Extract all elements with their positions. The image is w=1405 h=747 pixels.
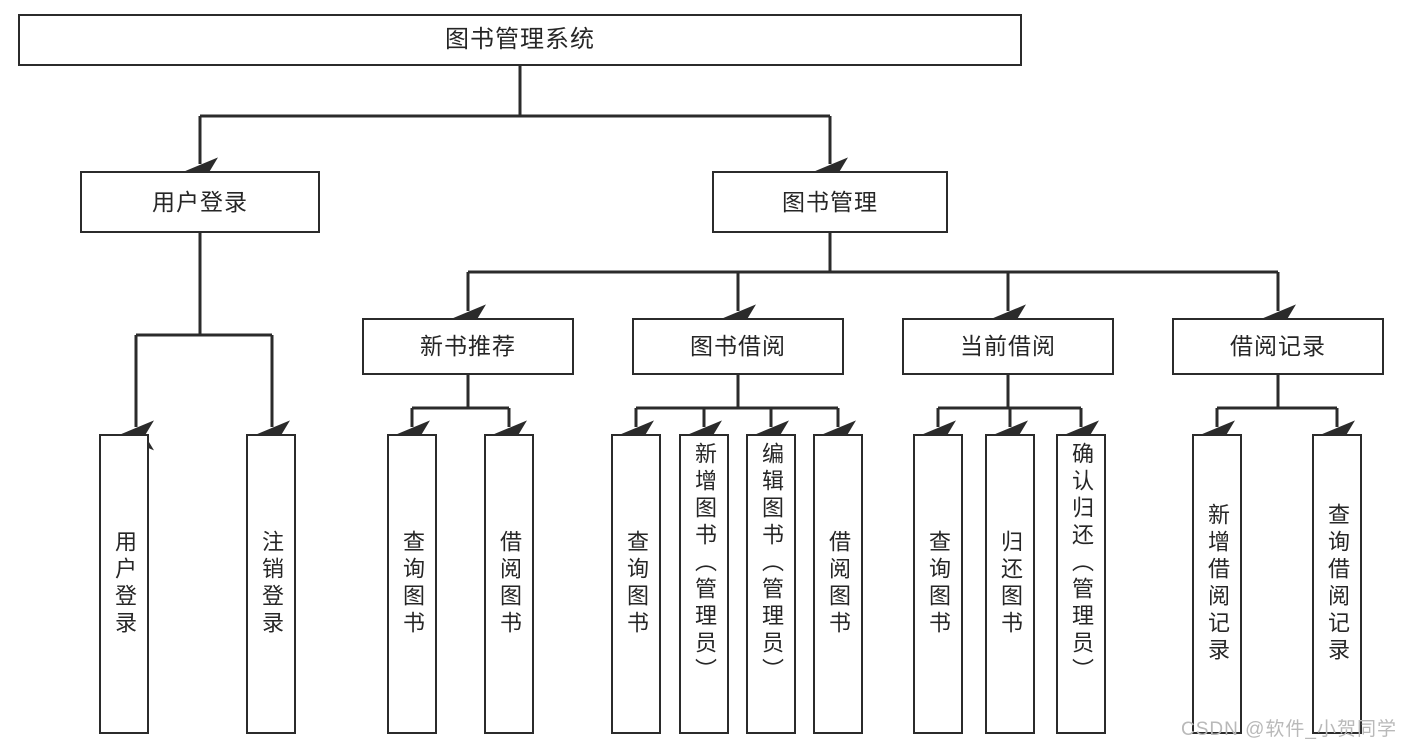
leaf-user-login[interactable]: 用户登录: [99, 434, 149, 734]
watermark: CSDN @软件_小贺同学: [1181, 719, 1397, 740]
leaf-query-book-2-label: 查询图书: [624, 530, 649, 638]
leaf-confirm-return[interactable]: 确认归还（管理员）: [1056, 434, 1106, 734]
leaf-query-book-3-label: 查询图书: [926, 530, 951, 638]
leaf-edit-book-label: 编辑图书（管理员）: [759, 442, 784, 685]
node-new-book-recommend-label: 新书推荐: [420, 333, 516, 360]
node-current-borrow[interactable]: 当前借阅: [902, 318, 1114, 375]
leaf-borrow-book-1-label: 借阅图书: [497, 530, 522, 638]
node-user-login[interactable]: 用户登录: [80, 171, 320, 233]
leaf-query-book-1-label: 查询图书: [400, 530, 425, 638]
node-current-borrow-label: 当前借阅: [960, 333, 1056, 360]
node-borrow-record[interactable]: 借阅记录: [1172, 318, 1384, 375]
leaf-confirm-return-label: 确认归还（管理员）: [1069, 442, 1094, 685]
leaf-logout-label: 注销登录: [259, 530, 284, 638]
leaf-query-book-1[interactable]: 查询图书: [387, 434, 437, 734]
leaf-user-login-label: 用户登录: [112, 530, 137, 638]
leaf-return-book-label: 归还图书: [998, 530, 1023, 638]
node-book-borrow-label: 图书借阅: [690, 333, 786, 360]
node-root-label: 图书管理系统: [445, 26, 595, 54]
node-user-login-label: 用户登录: [152, 188, 248, 215]
node-borrow-record-label: 借阅记录: [1230, 333, 1326, 360]
leaf-return-book[interactable]: 归还图书: [985, 434, 1035, 734]
leaf-add-record-label: 新增借阅记录: [1205, 503, 1230, 665]
leaf-query-book-3[interactable]: 查询图书: [913, 434, 963, 734]
node-book-borrow[interactable]: 图书借阅: [632, 318, 844, 375]
leaf-query-record[interactable]: 查询借阅记录: [1312, 434, 1362, 734]
leaf-edit-book[interactable]: 编辑图书（管理员）: [746, 434, 796, 734]
node-book-manage-label: 图书管理: [782, 188, 878, 215]
leaf-borrow-book-1[interactable]: 借阅图书: [484, 434, 534, 734]
leaf-add-book[interactable]: 新增图书（管理员）: [679, 434, 729, 734]
node-root[interactable]: 图书管理系统: [18, 14, 1022, 66]
leaf-query-book-2[interactable]: 查询图书: [611, 434, 661, 734]
leaf-logout[interactable]: 注销登录: [246, 434, 296, 734]
leaf-borrow-book-2-label: 借阅图书: [826, 530, 851, 638]
leaf-add-book-label: 新增图书（管理员）: [692, 442, 717, 685]
leaf-add-record[interactable]: 新增借阅记录: [1192, 434, 1242, 734]
node-book-manage[interactable]: 图书管理: [712, 171, 948, 233]
leaf-borrow-book-2[interactable]: 借阅图书: [813, 434, 863, 734]
leaf-query-record-label: 查询借阅记录: [1325, 503, 1350, 665]
node-new-book-recommend[interactable]: 新书推荐: [362, 318, 574, 375]
